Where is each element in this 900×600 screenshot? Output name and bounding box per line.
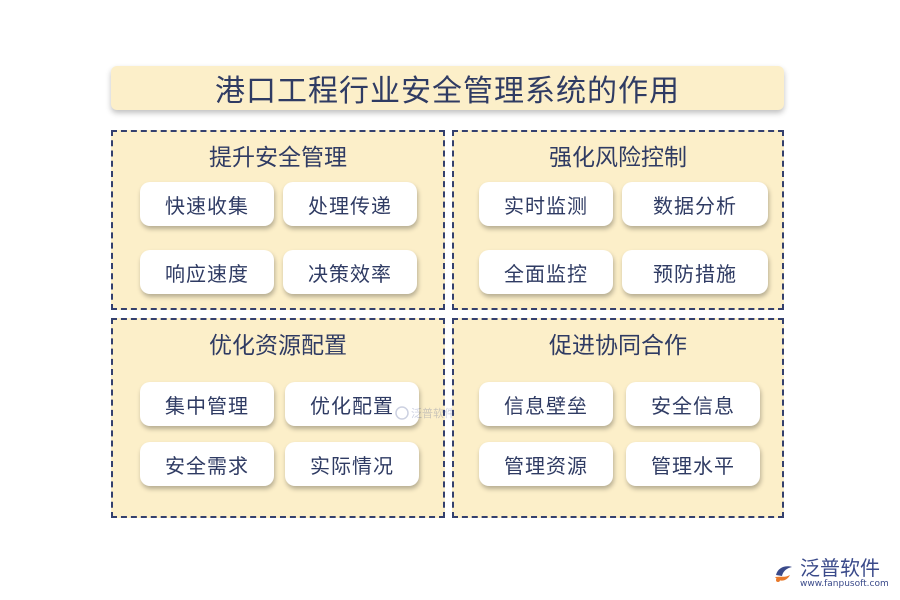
brand-logo: 泛普软件 www.fanpusoft.com bbox=[772, 553, 894, 593]
chip: 全面监控 bbox=[479, 250, 613, 294]
fanpu-logo-icon bbox=[775, 566, 792, 582]
panel-risk-control: 强化风险控制 实时监测 数据分析 全面监控 预防措施 bbox=[452, 130, 784, 310]
panel-title: 强化风险控制 bbox=[549, 145, 687, 171]
watermark-logo-icon bbox=[395, 406, 409, 420]
chip: 信息壁垒 bbox=[479, 382, 613, 426]
logo-url: www.fanpusoft.com bbox=[800, 578, 889, 589]
chip: 集中管理 bbox=[140, 382, 274, 426]
chip: 快速收集 bbox=[140, 182, 274, 226]
chip: 安全信息 bbox=[626, 382, 760, 426]
panel-collaboration: 促进协同合作 信息壁垒 安全信息 管理资源 管理水平 bbox=[452, 318, 784, 518]
chip: 优化配置 bbox=[285, 382, 419, 426]
chip: 管理资源 bbox=[479, 442, 613, 486]
chip: 数据分析 bbox=[622, 182, 768, 226]
chip: 安全需求 bbox=[140, 442, 274, 486]
logo-name: 泛普软件 bbox=[800, 555, 880, 580]
chip: 预防措施 bbox=[622, 250, 768, 294]
panel-enhance-safety: 提升安全管理 快速收集 处理传递 响应速度 决策效率 bbox=[111, 130, 445, 310]
chip: 管理水平 bbox=[626, 442, 760, 486]
page-title: 港口工程行业安全管理系统的作用 bbox=[215, 74, 680, 109]
panel-title: 提升安全管理 bbox=[209, 145, 347, 171]
panel-resource-allocation: 优化资源配置 集中管理 优化配置 安全需求 实际情况 bbox=[111, 318, 445, 518]
chip: 实际情况 bbox=[285, 442, 419, 486]
title-bar: 港口工程行业安全管理系统的作用 bbox=[111, 66, 784, 110]
chip: 实时监测 bbox=[479, 182, 613, 226]
chip: 处理传递 bbox=[283, 182, 417, 226]
watermark-text: 泛普软件 bbox=[411, 407, 455, 420]
chip: 响应速度 bbox=[140, 250, 274, 294]
panel-title: 优化资源配置 bbox=[209, 333, 347, 359]
chip: 决策效率 bbox=[283, 250, 417, 294]
panel-title: 促进协同合作 bbox=[549, 333, 687, 359]
watermark: 泛普软件 bbox=[395, 405, 455, 421]
